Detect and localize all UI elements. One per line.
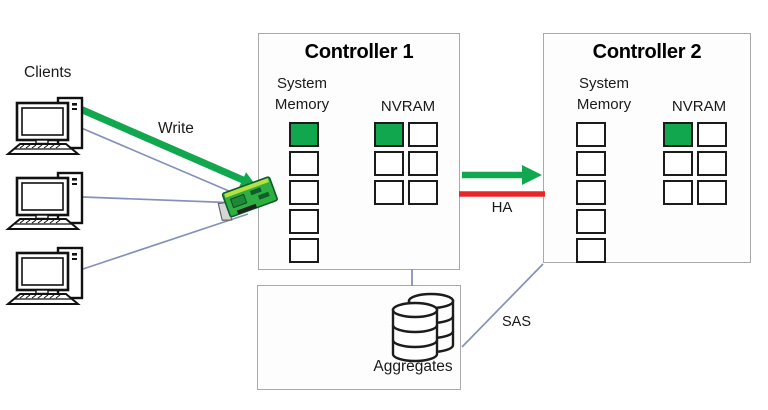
controller1-system-memory-grid: [289, 122, 319, 263]
memory-cell: [697, 151, 727, 176]
memory-cell: [697, 122, 727, 147]
client3-connection-line: [82, 213, 249, 270]
memory-cell: [576, 151, 606, 176]
controller1-nvram-grid: [374, 122, 438, 205]
sas-link-label: SAS: [502, 314, 532, 330]
aggregates-box: Aggregates: [257, 285, 461, 390]
controller1-system-memory-label: System Memory: [274, 75, 330, 114]
memory-cell: [576, 180, 606, 205]
write-arrow-shaft: [76, 104, 245, 184]
memory-cell: [289, 238, 319, 263]
ha-link-label: HA: [491, 199, 513, 216]
memory-cell: [697, 180, 727, 205]
memory-cell: [374, 122, 404, 147]
client2-connection-line: [82, 196, 241, 204]
write-arrow-head: [238, 172, 257, 189]
controller2-system-memory-label: System Memory: [576, 75, 632, 114]
memory-cell: [408, 180, 438, 205]
memory-cell: [576, 209, 606, 234]
memory-cell: [663, 122, 693, 147]
controller2-box: Controller 2 System Memory NVRAM: [543, 33, 751, 263]
memory-cell: [289, 209, 319, 234]
memory-cell: [289, 151, 319, 176]
client-computer-icon-3: [6, 246, 84, 306]
memory-cell: [289, 180, 319, 205]
controller2-nvram-grid: [663, 122, 727, 205]
client-computer-icon-1: [6, 96, 84, 156]
clients-label: Clients: [24, 64, 72, 81]
memory-cell: [663, 151, 693, 176]
memory-cell: [663, 180, 693, 205]
memory-cell: [576, 238, 606, 263]
controller2-system-memory-grid: [576, 122, 606, 263]
memory-cell: [576, 122, 606, 147]
controller1-box: Controller 1 System Memory NVRAM: [258, 33, 460, 270]
controller1-title: Controller 1: [304, 41, 414, 63]
client-computer-icon-2: [6, 171, 84, 231]
controller1-nvram-label: NVRAM: [380, 98, 436, 115]
memory-cell: [374, 180, 404, 205]
ha-green-arrow-head: [522, 165, 542, 185]
memory-cell: [289, 122, 319, 147]
sas-connection-line: [461, 263, 544, 348]
memory-cell: [408, 151, 438, 176]
aggregates-label: Aggregates: [373, 358, 453, 375]
memory-cell: [374, 151, 404, 176]
controller2-nvram-label: NVRAM: [671, 98, 727, 115]
write-arrow-label: Write: [158, 120, 194, 137]
memory-cell: [408, 122, 438, 147]
controller2-title: Controller 2: [592, 41, 702, 63]
